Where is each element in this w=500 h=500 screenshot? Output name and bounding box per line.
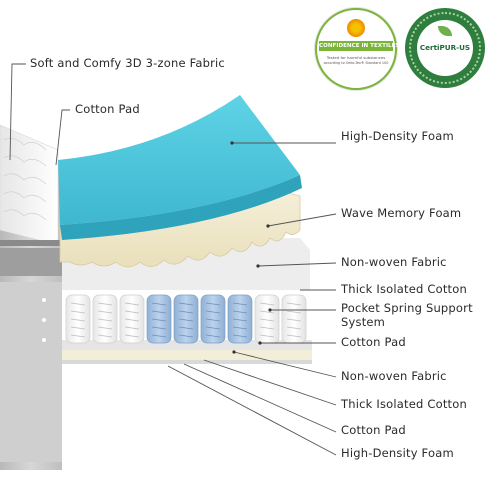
pocket-spring (173, 294, 199, 344)
pocket-spring (200, 294, 226, 344)
pocket-spring (227, 294, 253, 344)
pocket-spring (65, 294, 91, 344)
oeko-flower-icon (347, 19, 365, 37)
spring-coil (259, 334, 275, 338)
spring-coil (178, 302, 194, 306)
spring-coil (178, 318, 194, 322)
leader-dots (230, 141, 272, 354)
oeko-badge-line2: according to Oeko-Tex® Standard 100 (323, 61, 389, 65)
certipur-ring-text (409, 12, 481, 84)
label-non-woven-fabric-bottom: Non-woven Fabric (341, 369, 447, 383)
mattress-side (0, 124, 62, 470)
pocket-springs (65, 294, 307, 344)
spring-coil (259, 318, 275, 322)
spring-coil (232, 326, 248, 330)
spring-coil (70, 318, 86, 322)
spring-coil (259, 310, 275, 314)
label-high-density-foam-top: High-Density Foam (341, 129, 454, 143)
spring-coil (151, 302, 167, 306)
pocket-spring (146, 294, 172, 344)
spring-coil (178, 326, 194, 330)
high-density-foam (58, 95, 302, 240)
spring-coil (232, 310, 248, 314)
spring-coil (70, 302, 86, 306)
oeko-badge-line1: Tested for harmful substances (326, 55, 386, 60)
label-3d-fabric: Soft and Comfy 3D 3-zone Fabric (30, 56, 225, 70)
label-thick-isolated-cotton-top: Thick Isolated Cotton (341, 282, 467, 296)
spring-coil (232, 302, 248, 306)
spring-coil (259, 326, 275, 330)
spring-coil (151, 326, 167, 330)
spring-coil (205, 326, 221, 330)
pocket-spring (119, 294, 145, 344)
oeko-tex-badge: CONFIDENCE IN TEXTILES Tested for harmfu… (315, 8, 400, 90)
label-pocket-spring-line2: System (341, 315, 386, 329)
spring-coil (97, 318, 113, 322)
pocket-spring (92, 294, 118, 344)
spring-coil (205, 334, 221, 338)
certipur-logo: CertiPUR-US (419, 43, 471, 52)
spring-coil (286, 318, 302, 322)
certipur-leaf-icon (438, 26, 452, 36)
label-cotton-pad-bottom: Cotton Pad (341, 423, 406, 437)
spring-coil (178, 310, 194, 314)
spring-coil (259, 302, 275, 306)
spring-coil (97, 302, 113, 306)
label-cotton-pad-mid: Cotton Pad (341, 335, 406, 349)
spring-coil (151, 334, 167, 338)
spring-coil (286, 334, 302, 338)
spring-coil (70, 334, 86, 338)
label-wave-memory-foam: Wave Memory Foam (341, 206, 462, 220)
spring-coil (205, 310, 221, 314)
label-pocket-spring-line1: Pocket Spring Support (341, 301, 473, 315)
spring-coil (232, 318, 248, 322)
spring-coil (97, 310, 113, 314)
label-cotton-pad-top: Cotton Pad (75, 102, 140, 116)
spring-coil (97, 334, 113, 338)
label-high-density-foam-bottom: High-Density Foam (341, 446, 454, 460)
spring-coil (151, 310, 167, 314)
spring-coil (205, 302, 221, 306)
oeko-badge-title: CONFIDENCE IN TEXTILES (319, 41, 400, 51)
spring-coil (205, 318, 221, 322)
label-non-woven-fabric-top: Non-woven Fabric (341, 255, 447, 269)
spring-coil (124, 334, 140, 338)
spring-coil (124, 326, 140, 330)
spring-coil (124, 310, 140, 314)
leader-lines (9, 63, 337, 456)
spring-coil (70, 326, 86, 330)
label-thick-isolated-cotton-bottom: Thick Isolated Cotton (341, 397, 467, 411)
spring-coil (286, 326, 302, 330)
spring-coil (232, 334, 248, 338)
spring-coil (178, 334, 194, 338)
spring-coil (97, 326, 113, 330)
spring-coil (286, 302, 302, 306)
spring-coil (151, 318, 167, 322)
spring-coil (124, 302, 140, 306)
spring-coil (286, 310, 302, 314)
spring-coil (124, 318, 140, 322)
spring-coil (70, 310, 86, 314)
certipur-badge: CertiPUR-US (405, 8, 485, 88)
